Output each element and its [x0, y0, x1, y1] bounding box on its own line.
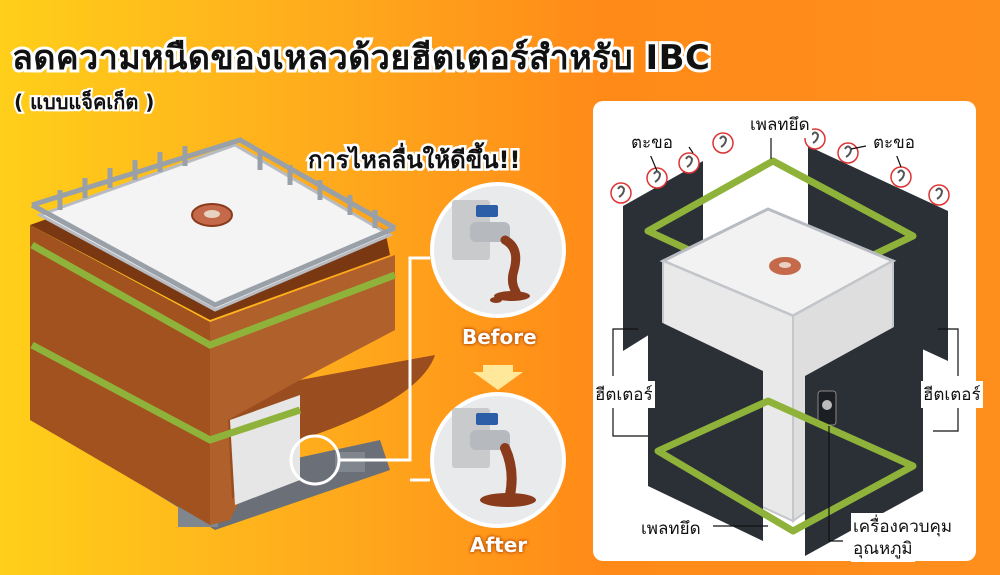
exploded-diagram-illustration [610, 125, 959, 556]
page-subtitle: ( แบบแจ็คเก็ต ) [12, 88, 156, 116]
label-heater-left: ฮีตเตอร์ [593, 381, 655, 408]
before-faucet-icon [452, 200, 530, 303]
after-label: After [470, 533, 528, 557]
page-title: ลดความหนืดของเหลวด้วยฮีตเตอร์สำหรับ IBC [9, 35, 713, 81]
jacket-left-face [30, 225, 210, 525]
label-hook-left: ตะขอ [629, 129, 676, 156]
before-label: Before [462, 325, 537, 349]
exploded-diagram-panel: เพลทยึด ตะขอ ตะขอ ฮีตเตอร์ ฮีตเตอร์ เพลท… [593, 101, 983, 562]
ibc-tank-exposed [230, 395, 300, 505]
jacket-belts [30, 241, 397, 444]
ibc-cage-frame [30, 137, 397, 308]
flow-caption: การไหลลื่นให้ดีขึ้น!! [305, 144, 522, 177]
valve-callout-circle [289, 434, 341, 486]
label-hook-right: ตะขอ [871, 129, 918, 156]
down-arrow-icon [473, 365, 523, 390]
label-belt-top: เพลทยึด [748, 111, 812, 138]
heater-front-right [805, 311, 923, 556]
belt-ring-bottom [654, 397, 917, 535]
after-faucet-icon [452, 408, 536, 507]
label-belt-bottom: เพลทยึด [639, 515, 703, 542]
label-heater-right: ฮีตเตอร์ [921, 381, 983, 408]
jacket-lifted-flap [228, 355, 435, 500]
label-controller-line2: อุณหภูมิ [851, 535, 915, 562]
